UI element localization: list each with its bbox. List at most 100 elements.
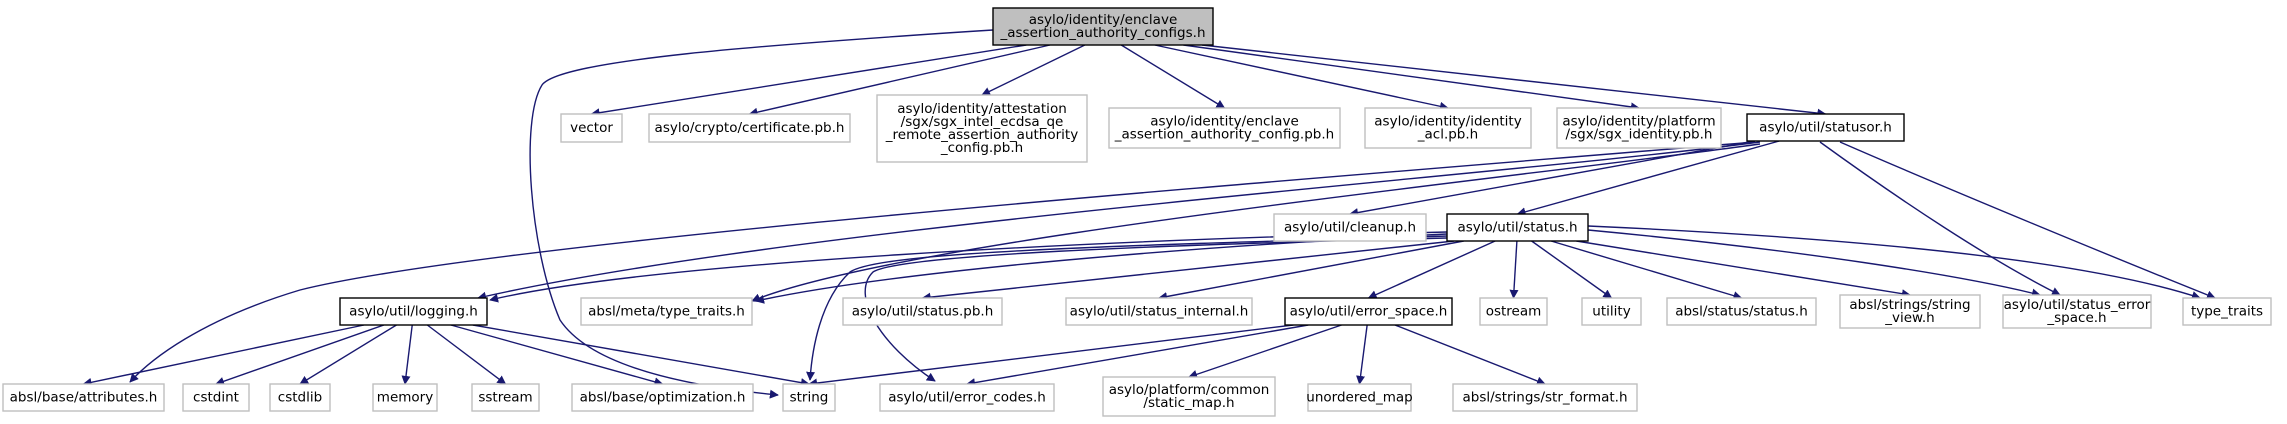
node-label: /static_map.h	[1143, 395, 1234, 411]
node-box	[648, 113, 851, 143]
edge-statusor-to-logging	[477, 141, 1761, 301]
edge-error-space-to-string	[808, 324, 1294, 388]
node-box	[571, 383, 754, 412]
node-box	[1666, 297, 1817, 326]
edge-statusor-to-cleanup	[1349, 140, 1755, 217]
node-box	[1108, 107, 1341, 149]
node-label: asylo/identity/platform	[1562, 114, 1715, 130]
edge-root-to-sgx-qe	[981, 44, 1086, 96]
edge-statusor-to-attributes	[129, 141, 1756, 383]
edge-status-to-absl-status	[1550, 240, 1743, 300]
node-root[interactable]: asylo/identity/enclave_assertion_authori…	[992, 7, 1214, 46]
node-label: _acl.pb.h	[1417, 127, 1478, 143]
node-sgx-qe: asylo/identity/attestation/sgx/sgx_intel…	[876, 94, 1088, 163]
node-ostream: ostream	[1479, 297, 1548, 326]
node-label: asylo/util/status.pb.h	[852, 304, 994, 320]
edge-status-to-ostream	[1509, 240, 1519, 299]
node-cstdint: cstdint	[182, 383, 250, 412]
node-type-traits-absl: absl/meta/type_traits.h	[580, 297, 753, 326]
node-label: memory	[377, 390, 433, 406]
node-attributes: absl/base/attributes.h	[2, 383, 165, 412]
node-label: asylo/util/error_codes.h	[888, 390, 1046, 406]
edge-status-to-status-internal	[1158, 240, 1464, 301]
edge-statusor-to-type-traits-absl	[751, 143, 1761, 303]
node-static-map: asylo/platform/common/static_map.h	[1102, 376, 1276, 417]
edge-status-to-status-error-space	[1587, 229, 2041, 298]
node-absl-status: absl/status/status.h	[1666, 297, 1817, 326]
node-status-pb: asylo/util/status.pb.h	[842, 297, 1003, 326]
node-error-space[interactable]: asylo/util/error_space.h	[1284, 297, 1453, 326]
node-label: type_traits	[2191, 304, 2263, 320]
edge-logging-to-memory	[401, 324, 413, 385]
node-label: absl/strings/str_format.h	[1462, 390, 1627, 406]
node-box	[1307, 383, 1412, 412]
node-label: absl/base/attributes.h	[10, 390, 158, 406]
node-utility: utility	[1581, 297, 1642, 326]
node-box	[1065, 297, 1253, 326]
node-statusor[interactable]: asylo/util/statusor.h	[1746, 113, 1905, 142]
edge-status-to-error-codes	[864, 237, 1448, 382]
edge-logging-to-cstdint	[215, 324, 385, 386]
node-label: _assertion_authority_configs.h	[999, 25, 1205, 41]
node-sgx-identity: asylo/identity/platform/sgx/sgx_identity…	[1556, 107, 1722, 149]
edge-status-to-utility	[1531, 240, 1613, 299]
edge-error-space-to-str-format	[1394, 324, 1546, 386]
node-box	[1839, 294, 1981, 329]
node-label: asylo/identity/enclave	[1150, 114, 1299, 130]
node-box	[2002, 294, 2152, 329]
node-label: absl/base/optimization.h	[580, 390, 746, 406]
node-type-traits: type_traits	[2182, 297, 2272, 326]
node-box	[1102, 376, 1276, 417]
node-certificate: asylo/crypto/certificate.pb.h	[648, 113, 851, 143]
node-box	[1284, 297, 1453, 326]
node-label: asylo/util/error_space.h	[1290, 304, 1448, 320]
node-label: asylo/identity/attestation	[897, 101, 1067, 117]
edge-statusor-to-status-error-space	[1819, 141, 2061, 296]
node-label: utility	[1592, 304, 1630, 320]
node-box	[1452, 383, 1638, 412]
node-label: absl/meta/type_traits.h	[588, 304, 745, 320]
node-label: asylo/platform/common	[1109, 382, 1270, 398]
edges-layer	[82, 29, 2216, 399]
node-label: _assertion_authority_config.pb.h	[1114, 127, 1334, 143]
node-label: sstream	[478, 390, 532, 406]
node-box	[879, 383, 1055, 412]
node-label: _space.h	[2046, 310, 2106, 326]
node-box	[1746, 113, 1905, 142]
edge-statusor-to-status	[1516, 140, 1780, 217]
node-label: ostream	[1486, 304, 1542, 320]
node-label: asylo/util/status.h	[1457, 220, 1577, 236]
edge-status-to-type-traits	[1587, 225, 2201, 300]
edge-root-to-string	[529, 29, 994, 399]
edge-root-to-identity-acl	[1154, 44, 1449, 111]
node-label: string	[790, 390, 829, 406]
node-box	[471, 383, 540, 412]
node-unordered-map: unordered_map	[1306, 383, 1413, 412]
node-label: /sgx/sgx_intel_ecdsa_qe	[901, 114, 1064, 130]
node-logging[interactable]: asylo/util/logging.h	[339, 297, 488, 326]
edge-logging-to-optimization	[450, 324, 664, 387]
node-label: absl/strings/string	[1849, 297, 1970, 313]
edge-root-to-certificate	[748, 44, 1051, 117]
node-label: asylo/util/logging.h	[349, 304, 478, 320]
edge-statusor-to-type-traits	[1839, 141, 2216, 300]
node-box	[372, 383, 438, 412]
node-box	[842, 297, 1003, 326]
node-label: asylo/util/status_internal.h	[1070, 304, 1249, 320]
node-memory: memory	[372, 383, 438, 412]
node-status[interactable]: asylo/util/status.h	[1446, 213, 1589, 242]
edge-status-to-string-view	[1576, 240, 1911, 299]
edge-status-to-status-pb	[921, 240, 1455, 302]
node-box	[2182, 297, 2272, 326]
node-label: unordered_map	[1306, 390, 1412, 406]
node-cstdlib: cstdlib	[269, 383, 331, 412]
node-box	[580, 297, 753, 326]
node-box	[182, 383, 250, 412]
node-cleanup: asylo/util/cleanup.h	[1273, 213, 1427, 242]
node-box	[992, 7, 1214, 46]
node-box	[1273, 213, 1427, 242]
node-label: cstdint	[193, 390, 239, 406]
node-label: vector	[570, 120, 613, 136]
node-vector: vector	[560, 113, 623, 143]
